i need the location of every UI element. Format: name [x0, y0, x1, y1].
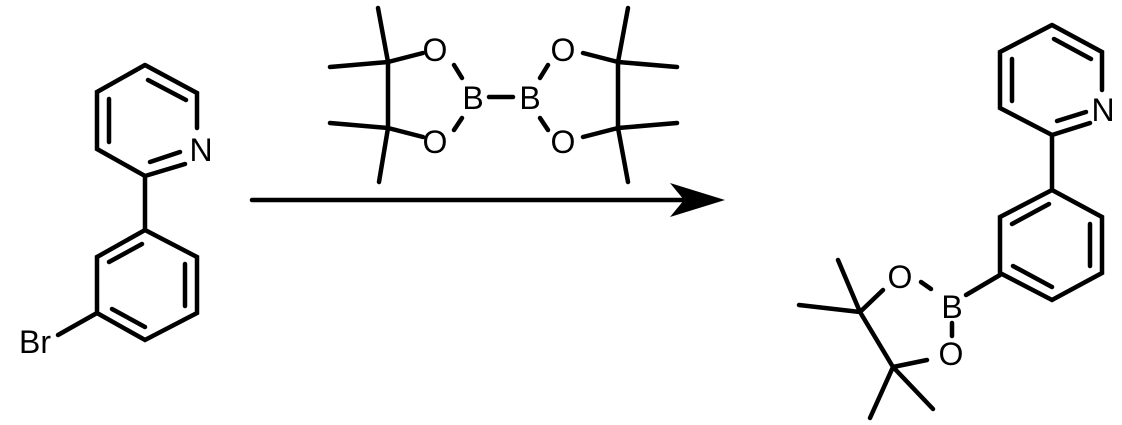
reactant-pyridine-ring	[97, 65, 197, 176]
oxygen-label: O	[423, 124, 448, 160]
product-pyridine-ring	[1000, 25, 1102, 135]
boron-label: B	[462, 80, 483, 116]
oxygen-label: O	[423, 32, 448, 68]
nitrogen-label: N	[189, 132, 212, 168]
reactant-benzene-ring	[97, 230, 197, 340]
oxygen-label: O	[551, 124, 576, 160]
reactant-molecule: N Br	[19, 65, 213, 360]
product-benzene-ring	[1000, 190, 1102, 300]
oxygen-label: O	[551, 32, 576, 68]
boron-label: B	[519, 80, 540, 116]
c-br-bond	[58, 313, 97, 335]
oxygen-label: O	[888, 259, 913, 295]
reagent-molecule: O O B B O O	[330, 8, 677, 182]
product-molecule: N B O O	[799, 25, 1115, 418]
nitrogen-label: N	[1091, 92, 1114, 128]
bromine-label: Br	[19, 324, 51, 360]
oxygen-label: O	[939, 336, 964, 372]
c-b-bond	[966, 275, 1000, 295]
pinacol-ester	[799, 260, 952, 418]
reaction-arrow	[252, 183, 725, 217]
boron-label: B	[941, 289, 962, 325]
